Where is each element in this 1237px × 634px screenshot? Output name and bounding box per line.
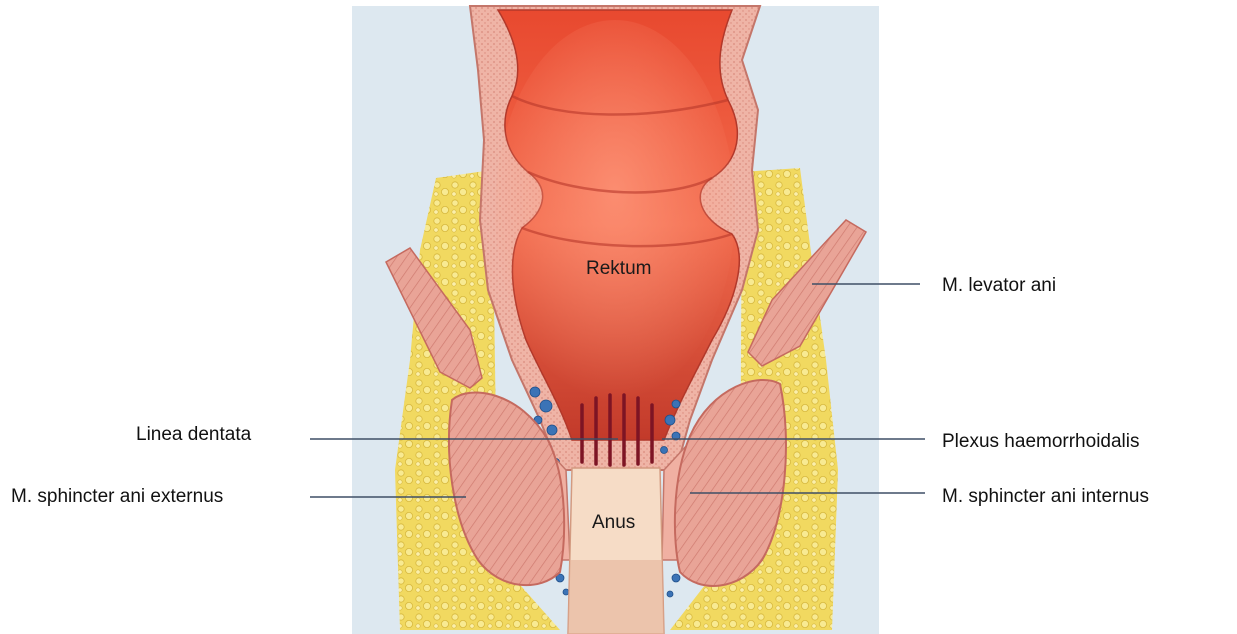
label-anus: Anus <box>592 512 635 533</box>
label-levator-ani: M. levator ani <box>942 275 1056 296</box>
label-sphincter-externus: M. sphincter ani externus <box>11 486 223 507</box>
anal-canal-shade <box>568 560 664 634</box>
label-sphincter-internus: M. sphincter ani internus <box>942 486 1149 507</box>
lumen-highlight <box>495 20 735 400</box>
label-rektum: Rektum <box>586 258 651 279</box>
label-linea-dentata: Linea dentata <box>136 424 252 445</box>
label-plexus-haemorrhoidalis: Plexus haemorrhoidalis <box>942 431 1140 452</box>
